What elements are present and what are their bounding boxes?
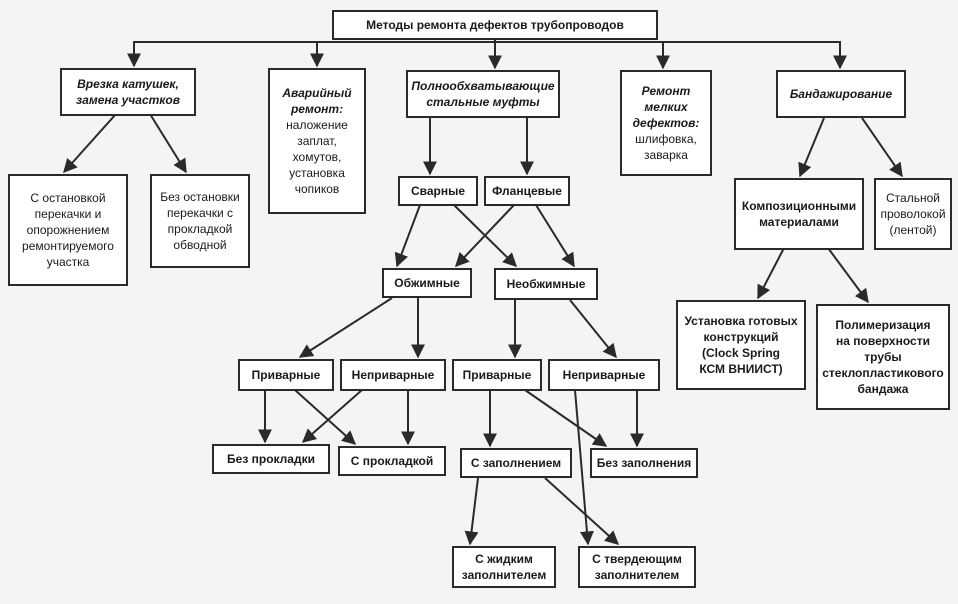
- node-neprivarnye-2-label: Неприварные: [562, 368, 646, 382]
- node-vrezka-label: Врезка катушек, замена участков: [76, 77, 180, 107]
- node-s-zhidkim-label: С жидким заполнителем: [461, 552, 547, 582]
- node-bez-prokladki-label: Без прокладки: [227, 452, 315, 466]
- node-avar-title: Аварийный ремонт:: [282, 86, 352, 116]
- node-root: Методы ремонта дефектов трубопроводов: [332, 10, 658, 40]
- edge-svarnye-obzhimnye: [394, 204, 421, 268]
- node-root-label: Методы ремонта дефектов трубопроводов: [366, 18, 624, 32]
- edge-szapolneniem-szhidkim: [464, 477, 479, 546]
- node-neobzhimnye-label: Необжимные: [506, 277, 586, 291]
- node-s-prokladkoy: С прокладкой: [338, 446, 446, 476]
- node-bez-zapolneniya: Без заполнения: [590, 448, 698, 478]
- node-kompozit: Композиционными материалами: [734, 178, 864, 250]
- node-svarnye: Сварные: [398, 176, 478, 206]
- node-avar: Аварийный ремонт: наложение заплат, хому…: [268, 68, 366, 214]
- node-bandazh-label: Бандажирование: [789, 87, 893, 101]
- node-obzhimnye: Обжимные: [382, 268, 472, 298]
- node-vrezka-stop: С остановкой перекачки и опорожнением ре…: [8, 174, 128, 286]
- node-flantsevye-label: Фланцевые: [492, 184, 562, 198]
- node-flantsevye: Фланцевые: [484, 176, 570, 206]
- node-ustanovka: Установка готовых конструкций (Clock Spr…: [676, 300, 806, 390]
- edge-vrezka-stop: [63, 113, 117, 174]
- node-bez-prokladki: Без прокладки: [212, 444, 330, 474]
- node-mufty-label: Полнообхватывающие стальные муфты: [411, 79, 555, 109]
- edge-privarnye2-bezzapolneniya: [524, 389, 608, 447]
- node-polimer: Полимеризация на поверхности трубы стекл…: [816, 304, 950, 410]
- node-avar-text: наложение заплат, хомутов, установка чоп…: [286, 118, 348, 196]
- node-neprivarnye-2: Неприварные: [548, 359, 660, 391]
- node-privarnye-1: Приварные: [238, 359, 334, 391]
- node-s-zapolneniem-label: С заполнением: [470, 456, 562, 470]
- edge-bandazh-stalnoy: [861, 117, 903, 178]
- node-neobzhimnye: Необжимные: [494, 268, 598, 300]
- node-s-prokladkoy-label: С прокладкой: [350, 454, 434, 468]
- node-melkie: Ремонт мелких дефектов: шлифовка, заварк…: [620, 70, 712, 176]
- node-ustanovka-label: Установка готовых конструкций (Clock Spr…: [684, 314, 798, 376]
- node-s-tverdeyushchim-label: С твердеющим заполнителем: [592, 552, 682, 582]
- node-bez-zapolneniya-label: Без заполнения: [596, 456, 692, 470]
- edge-bandazh-kompozit: [798, 117, 825, 178]
- node-melkie-title: Ремонт мелких дефектов:: [632, 84, 700, 130]
- node-privarnye-1-label: Приварные: [251, 368, 321, 382]
- edge-kompozit-polimer: [827, 247, 869, 304]
- node-vrezka: Врезка катушек, замена участков: [60, 68, 196, 116]
- node-s-zhidkim: С жидким заполнителем: [452, 546, 556, 588]
- node-kompozit-label: Композиционными материалами: [741, 199, 857, 229]
- edge-flantsevye-obzhimnye: [455, 204, 515, 268]
- edge-vrezka-nostop: [149, 113, 187, 174]
- node-vrezka-nostop-label: Без остановки перекачки с прокладкой обв…: [160, 190, 240, 252]
- edge-kompozit-ustanovka: [757, 247, 785, 300]
- node-stalnoy: Стальной проволокой (лентой): [874, 178, 952, 250]
- node-mufty: Полнообхватывающие стальные муфты: [406, 70, 560, 118]
- edge-privarnye1-sprokladkoy: [294, 389, 357, 445]
- node-stalnoy-label: Стальной проволокой (лентой): [880, 191, 946, 237]
- node-privarnye-2-label: Приварные: [462, 368, 532, 382]
- node-vrezka-nostop: Без остановки перекачки с прокладкой обв…: [150, 174, 250, 268]
- edge-neprivarnye1-bezprokladki: [301, 389, 363, 443]
- node-bandazh: Бандажирование: [776, 70, 906, 118]
- edge-neobzhimnye-neprivarnye2: [569, 299, 617, 359]
- node-melkie-text: шлифовка, заварка: [635, 132, 697, 162]
- edge-neprivarnye2-stverdeyushchim: [574, 389, 594, 546]
- node-obzhimnye-label: Обжимные: [394, 276, 460, 290]
- edge-flantsevye-neobzhimnye: [535, 204, 575, 268]
- node-polimer-label: Полимеризация на поверхности трубы стекл…: [822, 318, 944, 396]
- node-s-zapolneniem: С заполнением: [460, 448, 572, 478]
- edge-szapolneniem-stverdeyushchim: [544, 477, 620, 545]
- node-neprivarnye-1: Неприварные: [340, 359, 446, 391]
- node-neprivarnye-1-label: Неприварные: [351, 368, 435, 382]
- node-privarnye-2: Приварные: [452, 359, 542, 391]
- node-svarnye-label: Сварные: [410, 184, 466, 198]
- node-vrezka-stop-label: С остановкой перекачки и опорожнением ре…: [22, 191, 114, 269]
- node-s-tverdeyushchim: С твердеющим заполнителем: [578, 546, 696, 588]
- edge-root-bus: [133, 41, 841, 46]
- edge-obzhimnye-privarnye1: [298, 297, 393, 358]
